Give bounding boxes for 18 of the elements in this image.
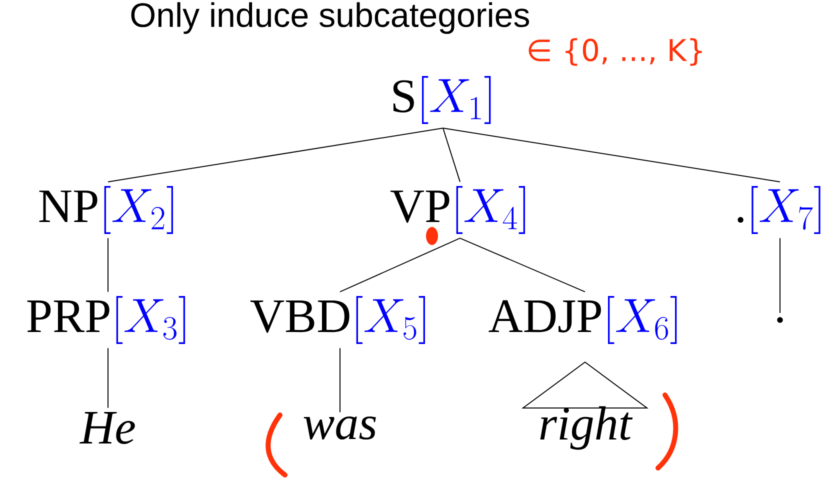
word: He [80, 412, 135, 444]
tree-node-label: . [777, 317, 783, 323]
tree-node-label: NP$[X_2]$ [39, 186, 173, 234]
slide-title: Only induce subcategories [131, 2, 530, 34]
tree-node-label: PRP$[X_3]$ [27, 296, 186, 344]
tree-node-label: . $[X_7]$ [738, 186, 820, 234]
tree-branch [442, 128, 460, 182]
tree-branch [442, 128, 780, 182]
word: was [304, 416, 376, 440]
tree-branch [460, 238, 586, 292]
tree-node-label: VP$[X_4]$ [390, 186, 525, 234]
word: right [540, 406, 633, 450]
tree-branch [340, 238, 460, 292]
tree-node-label: ADJP$[X_6]$ [488, 296, 677, 344]
tree-node-label: VBD$[X_5]$ [250, 296, 425, 344]
tree-branch [108, 128, 444, 182]
tree-node-label: S $[X_1]$ [393, 76, 491, 124]
handwritten-note: ∈ {0, ..., K} [528, 38, 702, 66]
